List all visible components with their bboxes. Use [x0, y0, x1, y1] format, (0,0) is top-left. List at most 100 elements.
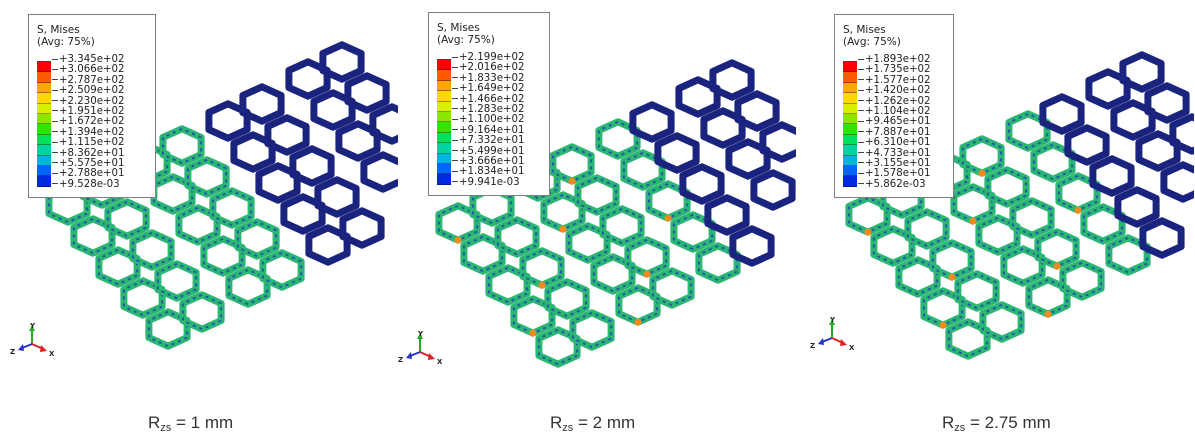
stent-mesh	[131, 231, 173, 269]
legend-swatch	[437, 122, 451, 133]
stent-cell	[289, 145, 335, 187]
legend-value: +1.578e+01	[858, 168, 930, 179]
legend-title-line2: (Avg: 75%)	[37, 36, 95, 48]
stent-cell	[1089, 155, 1135, 197]
legend-value: +1.100e+02	[452, 114, 524, 125]
panel-2: S, Mises (Avg: 75%) +2.199e+02+2.016e+02…	[398, 0, 796, 438]
stent-mesh	[161, 127, 203, 165]
stress-hotspot	[568, 177, 576, 185]
legend-value: +1.833e+02	[452, 73, 524, 84]
stress-hotspot	[643, 270, 651, 278]
stent-mesh	[106, 200, 148, 238]
legend-value: +1.262e+02	[858, 96, 930, 107]
stent-mesh	[496, 218, 538, 256]
axis-y-label: Y	[829, 316, 836, 324]
stent-cell	[1144, 82, 1190, 124]
legend-swatch	[37, 155, 51, 166]
caption-symbol: R	[148, 413, 161, 432]
stent-cell	[1039, 93, 1085, 135]
stent-cell	[1169, 113, 1194, 155]
legend-swatch	[437, 101, 451, 112]
stent-mesh	[521, 249, 563, 287]
legend-value: +2.788e+01	[52, 168, 124, 179]
legend-value: +9.164e+01	[452, 125, 524, 136]
stress-legend: S, Mises (Avg: 75%) +1.893e+02+1.735e+02…	[834, 14, 954, 198]
stent-cell	[734, 90, 780, 132]
legend-value: +3.345e+02	[52, 54, 124, 65]
legend-swatch	[37, 93, 51, 104]
axis-z-label: Z	[10, 348, 15, 356]
legend-value: +3.066e+02	[52, 64, 124, 75]
stent-model	[435, 59, 796, 368]
legend-swatch	[843, 113, 857, 125]
legend-value: +1.893e+02	[858, 54, 930, 65]
legend-swatch	[437, 153, 451, 164]
legend-swatch	[437, 60, 451, 71]
stent-mesh	[211, 189, 253, 227]
legend-swatch	[37, 72, 51, 83]
caption-symbol: R	[942, 413, 955, 432]
legend-value: +3.155e+01	[858, 158, 930, 169]
caption: Rzs = 1 mm	[148, 413, 233, 434]
stent-cell	[360, 151, 398, 193]
legend-value: +1.104e+02	[858, 106, 930, 117]
legend-swatch	[437, 163, 451, 175]
legend-value: +5.499e+01	[452, 146, 524, 157]
stress-hotspot	[1044, 310, 1052, 318]
legend-swatch	[37, 176, 51, 187]
caption: Rzs = 2 mm	[550, 413, 635, 434]
legend-swatch	[437, 80, 451, 92]
legend-swatch	[37, 62, 51, 73]
legend-title-line1: S, Mises	[437, 22, 480, 34]
legend-swatch	[37, 134, 51, 146]
stent-cell	[239, 83, 285, 125]
stress-hotspot	[529, 329, 537, 337]
axis-x-label: X	[849, 344, 855, 352]
axis-x-label: X	[437, 358, 443, 366]
stress-hotspot	[969, 217, 977, 225]
legend-swatch	[843, 145, 857, 156]
legend-swatch	[843, 134, 857, 146]
stent-mesh	[571, 311, 613, 349]
axis-triad: Y Z X	[10, 322, 55, 358]
stent-cell	[344, 72, 390, 114]
stent-mesh	[1061, 261, 1103, 299]
legend-value: +2.016e+02	[452, 62, 524, 73]
legend-swatch	[843, 62, 857, 73]
legend-swatch	[37, 103, 51, 114]
caption-subscript: zs	[160, 422, 172, 434]
axis-triad: Y Z X	[810, 316, 855, 352]
legend-swatch	[843, 155, 857, 166]
legend-swatch	[437, 174, 451, 185]
stress-hotspot	[454, 236, 462, 244]
stress-hotspot	[978, 169, 986, 177]
legend-swatch	[843, 165, 857, 177]
legend-value: +3.666e+01	[452, 156, 524, 167]
axis-z-label: Z	[810, 342, 815, 350]
stress-hotspot	[538, 281, 546, 289]
stress-hotspot	[948, 273, 956, 281]
stent-cell	[1139, 217, 1185, 259]
axis-y-label: Y	[29, 322, 36, 330]
stent-cell	[319, 41, 365, 83]
legend-value: +9.528e-03	[52, 179, 124, 190]
caption-text: = 2.75 mm	[965, 413, 1051, 432]
stent-mesh	[156, 262, 198, 300]
stent-mesh	[986, 168, 1028, 206]
legend-swatch	[37, 165, 51, 177]
legend-value: +1.394e+02	[52, 127, 124, 138]
legend-title: S, Mises (Avg: 75%)	[843, 24, 901, 48]
stress-hotspot	[1074, 206, 1082, 214]
stent-mesh	[906, 210, 948, 248]
legend-swatch	[843, 176, 857, 187]
legend-value: +4.733e+01	[858, 148, 930, 159]
legend-swatch	[843, 93, 857, 104]
stent-cell	[750, 169, 796, 211]
legend-swatch	[37, 82, 51, 94]
legend-value: +7.332e+01	[452, 135, 524, 146]
legend-value: +1.735e+02	[858, 64, 930, 75]
legend-value: +1.672e+02	[52, 116, 124, 127]
axis-y-label: Y	[417, 330, 424, 338]
stent-mesh	[236, 220, 278, 258]
stent-cell	[759, 121, 796, 163]
